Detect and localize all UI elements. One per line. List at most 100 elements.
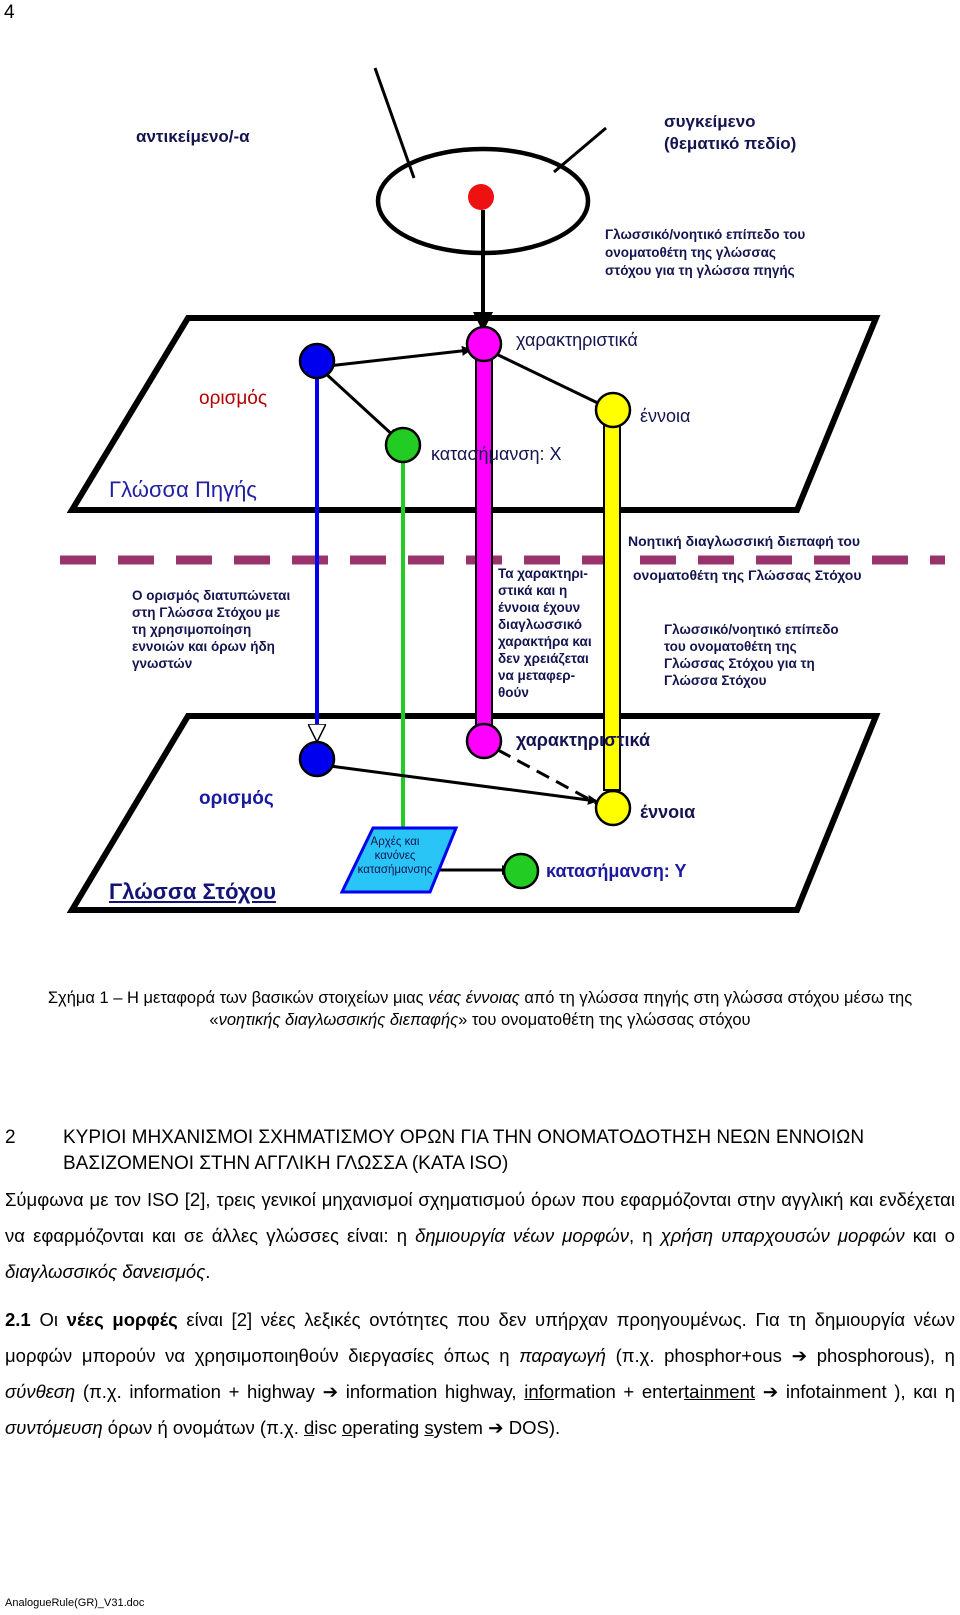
paragraph-1: Σύμφωνα με τον ISO [2], τρεις γενικοί μη…	[5, 1182, 955, 1290]
tgt-designation-node	[502, 852, 540, 890]
section-number: 2	[5, 1127, 16, 1148]
definition-note-line: εννοιών και όρων ήδη	[132, 639, 275, 654]
para-underline: d	[304, 1417, 315, 1438]
interface-label-line1: Νοητική διαγλωσσική διεπαφή του	[628, 533, 861, 549]
tgt-definition-node	[298, 740, 336, 778]
para-text: Σύμφωνα με τον ISO [2], τρεις γενικοί μη…	[5, 1189, 955, 1246]
target-level-note: Γλωσσικό/νοητικό επίπεδο του ονοματοθέτη…	[664, 621, 839, 689]
characteristics-note-line: να μεταφερ-	[498, 668, 576, 683]
para-text: Οι	[30, 1309, 67, 1330]
source-level-line1: Γλωσσικό/νοητικό επίπεδο του	[605, 227, 806, 242]
src-characteristics-label: χαρακτηριστικά	[516, 330, 638, 350]
para-text: ystem	[433, 1417, 489, 1438]
para-text: .	[205, 1261, 211, 1282]
target-level-line: Γλώσσας Στόχου για τη	[664, 656, 815, 671]
definition-note-line: τη χρησιμοποίηση	[132, 622, 252, 637]
target-level-line: του ονοματοθέτη της	[664, 639, 797, 654]
src-characteristics-node	[465, 325, 503, 363]
para-text: DOS).	[503, 1417, 561, 1438]
para-text: information highway,	[338, 1381, 525, 1402]
src-definition-node	[298, 342, 336, 380]
tgt-characteristics-node	[465, 722, 503, 760]
tgt-designation-label: κατασήμανση: Υ	[546, 861, 687, 881]
context-label-line1: συγκείμενο	[664, 112, 756, 131]
para-text: όρων ή ονομάτων (π.χ.	[102, 1417, 304, 1438]
para-underline: info	[524, 1381, 555, 1402]
object-pointer	[373, 67, 416, 179]
caption-italic: νοητικής διαγλωσσικής διεπαφής	[218, 1011, 459, 1029]
target-language-label: Γλώσσα Στόχου	[109, 879, 276, 904]
arrow-icon: ➔	[762, 1381, 779, 1402]
tgt-char-concept-dashed	[497, 748, 599, 806]
src-designation-node	[384, 426, 422, 464]
rules-box-line: κανόνες	[374, 850, 416, 862]
characteristics-note-line: Τα χαρακτηρι-	[498, 566, 588, 581]
para-text: είναι [2] νέες λεξικές οντότητες που δεν…	[5, 1309, 955, 1366]
caption-text: » του ονοματοθέτη της γλώσσας στόχου	[458, 1011, 751, 1029]
characteristics-note-line: χαρακτήρα και	[498, 634, 592, 649]
characteristics-note-line: έννοια έχουν	[498, 600, 581, 615]
page-number: 4	[4, 2, 15, 23]
para-text: (π.χ. information + highway	[75, 1381, 323, 1402]
src-designation-label: κατασήμανση: Χ	[431, 444, 562, 464]
arrow-icon: ➔	[488, 1417, 504, 1438]
para-italic: χρήση υπαρχουσών μορφών	[660, 1225, 905, 1246]
para-underline: o	[342, 1417, 353, 1438]
definition-note: Ο ορισμός διατυπώνεται στη Γλώσσα Στόχου…	[132, 587, 290, 672]
rules-box-line: Αρχές και	[370, 836, 420, 848]
tgt-definition-label: ορισμός	[199, 788, 274, 809]
figure-caption: Σχήμα 1 – Η μεταφορά των βασικών στοιχεί…	[40, 987, 920, 1031]
characteristics-note-line: στικά και η	[498, 583, 568, 598]
characteristics-note-line: διαγλωσσικό	[498, 617, 583, 632]
para-italic: δημιουργία νέων μορφών	[415, 1225, 629, 1246]
para-underline: tainment	[684, 1381, 756, 1402]
definition-note-line: στη Γλώσσα Στόχου με	[132, 605, 281, 620]
characteristics-transfer-bar	[475, 345, 493, 741]
caption-italic: νέας έννοιας	[428, 989, 520, 1007]
context-label-line2: (θεματικό πεδίο)	[664, 134, 797, 153]
para-italic: συντόμευση	[5, 1417, 103, 1438]
target-level-line: Γλώσσα Στόχου	[664, 673, 767, 688]
para-text: (π.χ. phosphor+ous	[605, 1345, 792, 1366]
characteristics-note-line: θούν	[498, 685, 529, 700]
source-level-line3: στόχου για τη γλώσσα πηγής	[605, 263, 795, 278]
characteristics-note-line: δεν χρειάζεται	[498, 651, 589, 666]
tgt-concept-label: έννοια	[640, 802, 696, 822]
interface-label-line2: ονοματοθέτη της Γλώσσας Στόχου	[633, 567, 862, 583]
para-text: perating	[352, 1417, 425, 1438]
src-def-char-arrow	[319, 345, 472, 372]
source-language-label: Γλώσσα Πηγής	[109, 477, 257, 502]
characteristics-note: Τα χαρακτηρι- στικά και η έννοια έχουν δ…	[498, 565, 592, 701]
target-plane	[66, 713, 881, 913]
para-italic: παραγωγή	[519, 1345, 606, 1366]
para-italic: διαγλωσσικός δανεισμός	[5, 1261, 206, 1282]
object-label: αντικείμενο/-α	[136, 127, 250, 146]
paragraph-2: 2.1 Οι νέες μορφές είναι [2] νέες λεξικέ…	[5, 1302, 955, 1446]
tgt-characteristics-label: χαρακτηριστικά	[516, 730, 651, 750]
para-text: και ο	[904, 1225, 955, 1246]
source-level-line2: ονοματοθέτη της γλώσσας	[605, 245, 776, 260]
para-text: phosphorous), η	[807, 1345, 955, 1366]
src-def-desig-arrow	[322, 370, 398, 440]
para-text	[755, 1381, 763, 1402]
tgt-def-concept-arrow	[329, 764, 598, 805]
src-char-concept-arrow	[491, 350, 606, 408]
src-concept-label: έννοια	[640, 406, 691, 426]
object-node	[468, 184, 494, 210]
concept-transfer-figure	[60, 67, 945, 913]
arrow-icon: ➔	[791, 1345, 808, 1366]
section-title: ΚΥΡΙΟΙ ΜΗΧΑΝΙΣΜΟΙ ΣΧΗΜΑΤΙΣΜΟΥ ΟΡΩΝ ΓΙΑ Τ…	[63, 1127, 865, 1174]
src-concept-node	[594, 391, 632, 429]
source-plane	[66, 315, 881, 513]
arrow-icon: ➔	[322, 1381, 339, 1402]
src-definition-label: ορισμός	[199, 388, 267, 409]
para-italic: σύνθεση	[5, 1381, 76, 1402]
document-footer: AnalogueRule(GR)_V31.doc	[5, 1597, 145, 1609]
para-text: rmation + enter	[554, 1381, 685, 1402]
definition-note-line: γνωστών	[132, 656, 193, 671]
rules-box-label: Αρχές και κανόνες κατασήμανσης	[340, 835, 450, 877]
subsection-number: 2.1	[5, 1309, 31, 1330]
para-text: , η	[628, 1225, 661, 1246]
target-level-line: Γλωσσικό/νοητικό επίπεδο	[664, 622, 839, 637]
